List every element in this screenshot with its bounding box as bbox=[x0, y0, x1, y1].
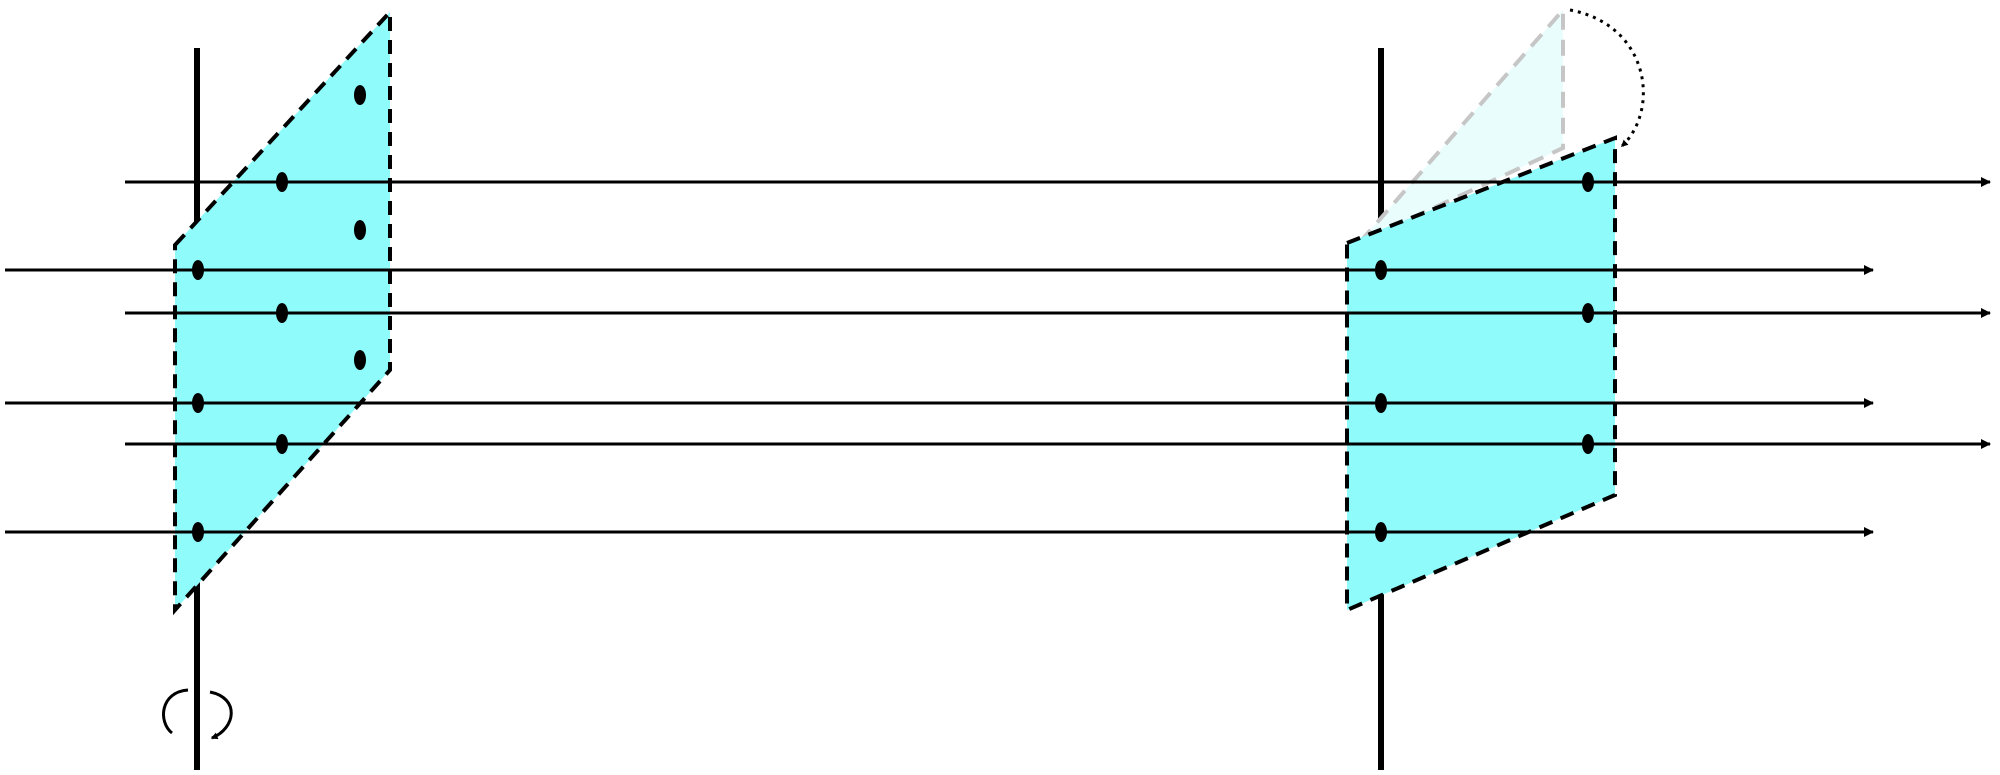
dot bbox=[1582, 303, 1594, 323]
dot bbox=[1375, 522, 1387, 542]
dot bbox=[1375, 260, 1387, 280]
dot bbox=[276, 303, 288, 323]
dot bbox=[276, 434, 288, 454]
dot bbox=[276, 172, 288, 192]
rotation-arrow-icon bbox=[162, 688, 233, 740]
dot bbox=[192, 393, 204, 413]
curved-dotted-arrow-icon bbox=[1569, 8, 1645, 148]
dot bbox=[192, 522, 204, 542]
right-plane-dots bbox=[1375, 172, 1594, 542]
dot bbox=[1582, 434, 1594, 454]
right-plane bbox=[1345, 135, 1617, 614]
dot bbox=[192, 260, 204, 280]
dot bbox=[354, 220, 366, 240]
dot bbox=[354, 85, 366, 105]
dot bbox=[1375, 393, 1387, 413]
ghost-plane bbox=[1358, 4, 1565, 244]
strands bbox=[5, 177, 1991, 537]
dot bbox=[1582, 172, 1594, 192]
left-plane-dots bbox=[192, 85, 366, 542]
dot bbox=[354, 350, 366, 370]
